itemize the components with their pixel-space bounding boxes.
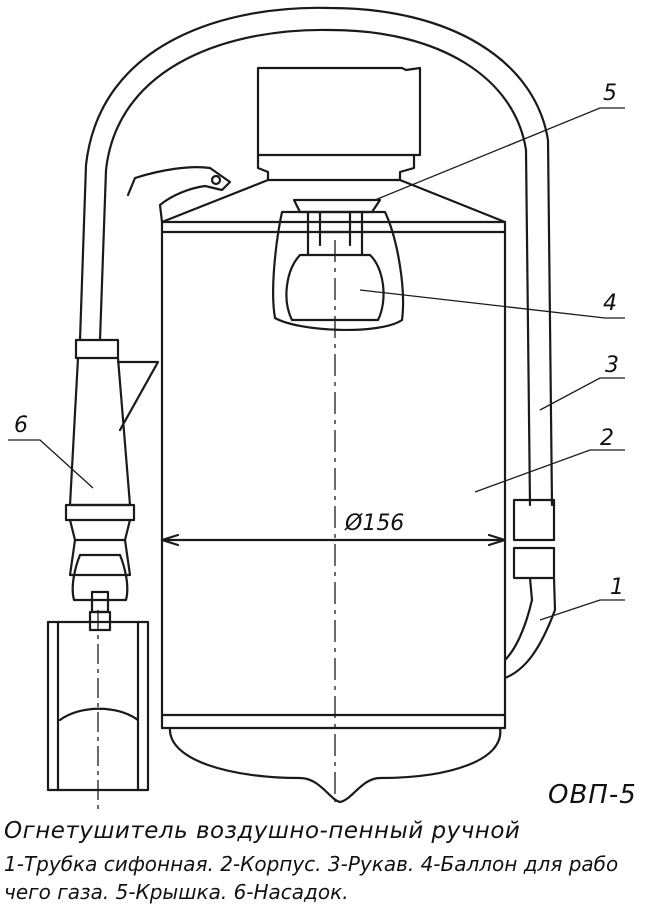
- callout-6: 6: [14, 413, 28, 438]
- nozzle-tube: [46, 610, 150, 812]
- legend-line-1: 1-Трубка сифонная. 2-Корпус. 3-Рукав. 4-…: [4, 852, 619, 876]
- nozzle: [64, 338, 160, 632]
- callout-2: 2: [600, 426, 614, 451]
- model-label: ОВП-5: [548, 780, 637, 810]
- cover: [256, 66, 422, 182]
- callout-4: 4: [603, 291, 617, 316]
- drawing-title: Огнетушитель воздушно-пенный ручной: [4, 818, 521, 844]
- shoulder: [160, 178, 507, 224]
- siphon-tube: [503, 498, 557, 680]
- dimension-line: [160, 533, 507, 547]
- gas-cartridge: [272, 198, 405, 331]
- callout-3: 3: [605, 353, 619, 378]
- legend-line-2: чего газа. 5-Крышка. 6-Насадок.: [4, 880, 349, 904]
- leader-lines: [8, 107, 625, 621]
- dimension-label: Ø156: [344, 511, 404, 536]
- handle: [126, 166, 232, 224]
- hose: [78, 6, 554, 507]
- callout-1: 1: [610, 575, 624, 600]
- callout-5: 5: [603, 81, 617, 106]
- body: [160, 220, 507, 804]
